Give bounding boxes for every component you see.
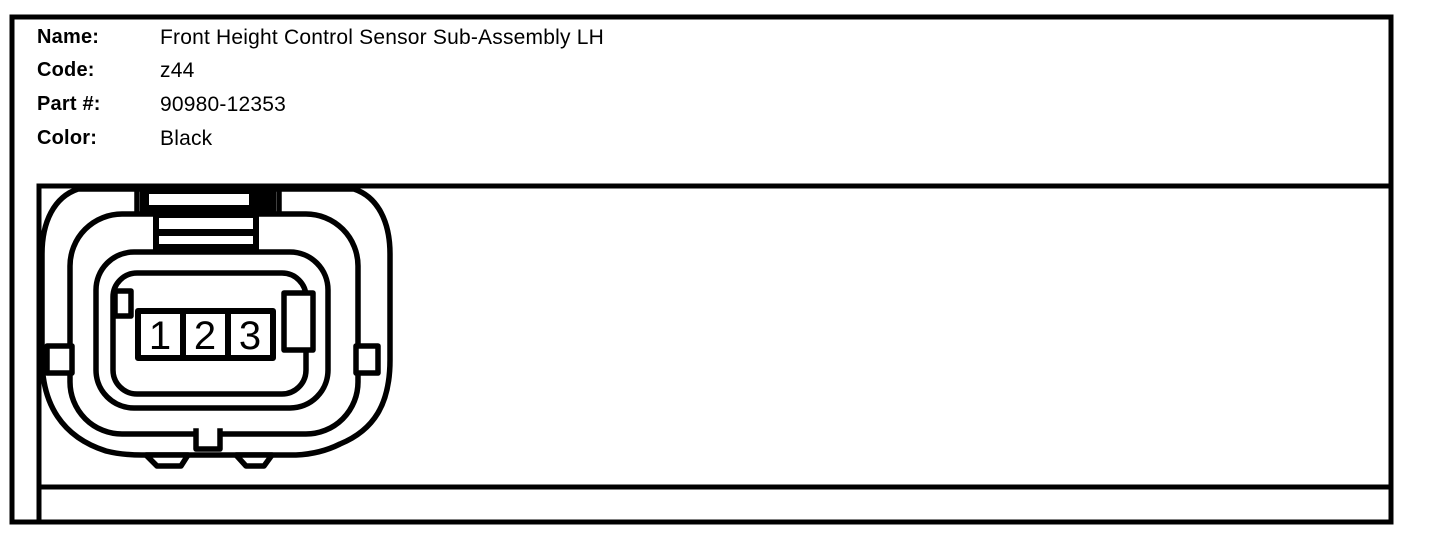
bottom-foot-left	[143, 452, 191, 469]
right-side-tab	[353, 343, 381, 376]
pin-row-outline	[135, 308, 276, 361]
pin-row	[135, 308, 276, 361]
cavity-key-rib	[112, 288, 134, 319]
field-value-part-number: 90980-12353	[160, 93, 286, 116]
page-frame	[9, 14, 1394, 525]
pin-number-1: 1	[149, 314, 171, 358]
field-value-code: z44	[160, 59, 195, 82]
field-label-name: Name:	[37, 26, 100, 48]
empty-footer-row	[36, 484, 1394, 525]
connector-header: Name: Front Height Control Sensor Sub-As…	[0, 0, 1440, 180]
field-value-color: Black	[160, 127, 213, 150]
lock-tab-upper-slot	[149, 194, 249, 205]
top-lock-tab	[140, 187, 276, 253]
field-value-name: Front Height Control Sensor Sub-Assembly…	[160, 26, 604, 49]
header-row-part-number: Part #: 90980-12353	[0, 93, 900, 119]
left-side-tab	[44, 343, 75, 376]
connector-drawing: 1 2 3	[39, 186, 393, 469]
header-row-code: Code: z44	[0, 59, 900, 85]
bottom-foot-right	[233, 452, 275, 469]
lock-tab-slot-1	[159, 218, 253, 229]
bottom-notch	[193, 428, 223, 452]
header-row-name: Name: Front Height Control Sensor Sub-As…	[0, 26, 900, 52]
pin-number-2: 2	[194, 314, 216, 358]
field-label-code: Code:	[37, 59, 95, 81]
pin-number-3: 3	[239, 314, 261, 358]
cavity-key-slot	[281, 290, 316, 353]
field-label-part-number: Part #:	[37, 93, 101, 115]
connector-outer-body	[39, 186, 393, 458]
header-row-color: Color: Black	[0, 127, 900, 153]
lock-tab-slot-2	[159, 236, 253, 244]
field-label-color: Color:	[37, 127, 98, 149]
